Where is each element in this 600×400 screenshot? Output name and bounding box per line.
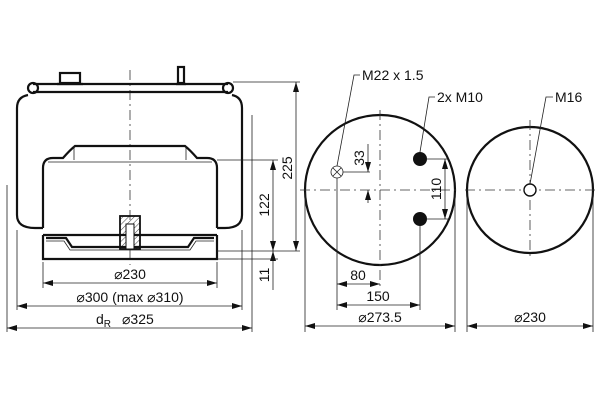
top-plate-view: M22 x 1.5 2x M10 33 110 80 150 ⌀273.5	[300, 67, 483, 332]
dim-300-label: ⌀300 (max ⌀310)	[76, 289, 183, 305]
air-port-label: M22 x 1.5	[362, 67, 424, 83]
stud	[176, 65, 186, 85]
dim-110-label: 110	[428, 178, 444, 201]
m16-hole	[523, 183, 537, 197]
air-port-symbol	[330, 165, 344, 179]
bellows	[15, 93, 244, 230]
dim-225-label: 225	[279, 156, 295, 180]
leader-m22	[336, 74, 360, 167]
dim-230-label: ⌀230	[114, 266, 146, 282]
dim-273-label: ⌀273.5	[358, 309, 402, 325]
leader-m10	[419, 96, 435, 153]
dim-80-label: 80	[350, 267, 366, 283]
bead-left	[26, 81, 40, 95]
dim-122-label: 122	[256, 193, 272, 217]
bead-right	[221, 81, 235, 95]
piston	[41, 144, 219, 261]
leader-m16	[529, 96, 553, 185]
side-view: 225 122 11 ⌀230 ⌀300 (max ⌀310) dR ⌀325	[6, 65, 300, 332]
dim-piston-230-label: ⌀230	[514, 309, 546, 325]
top-plate	[26, 65, 235, 95]
dim-11-label: 11	[256, 268, 272, 283]
dim-325-prefix: dR	[96, 311, 111, 330]
dim-33-label: 33	[351, 150, 367, 166]
threaded-bore	[125, 223, 135, 250]
bolts-label: 2x M10	[437, 89, 483, 105]
dim-325-label: ⌀325	[122, 311, 154, 327]
bolt-hole-top	[413, 152, 427, 166]
air-fitting	[58, 71, 82, 85]
bolt-hole-bottom	[413, 212, 427, 226]
dim-150-label: 150	[366, 288, 390, 304]
thread-label: M16	[555, 89, 582, 105]
piston-view: M16 ⌀230	[465, 89, 598, 332]
